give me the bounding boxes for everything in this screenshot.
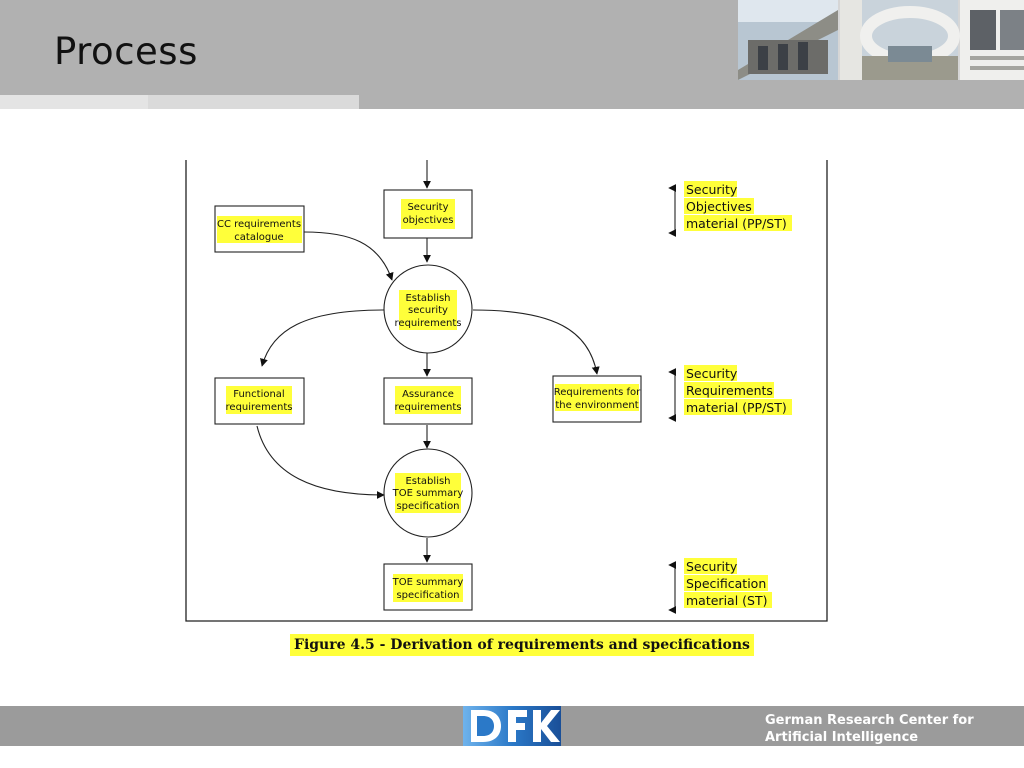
label-establish-toe-3: specification <box>396 501 459 512</box>
label-environment-2: the environment <box>555 400 638 411</box>
bracket-specification <box>668 561 677 614</box>
label-security-objectives-1: Security <box>407 202 448 213</box>
label-toe-spec-1: TOE summary <box>392 577 464 588</box>
dfki-logo <box>463 706 561 746</box>
organization-name-line-1: German Research Center for <box>765 713 974 728</box>
label-establish-security-1: Establish <box>405 293 450 304</box>
side-label-requirements-3: material (PP/ST) <box>686 400 787 415</box>
label-security-objectives-2: objectives <box>403 215 454 226</box>
label-establish-security-2: security <box>408 305 448 316</box>
requirements-derivation-diagram: Security objectives CC requirements cata… <box>185 160 828 622</box>
label-assurance-2: requirements <box>395 402 462 413</box>
organization-name: German Research Center for Artificial In… <box>765 712 974 746</box>
label-functional-2: requirements <box>226 402 293 413</box>
building-photos <box>738 0 1024 80</box>
side-label-objectives-2: Objectives <box>686 199 752 214</box>
header-accent-bar-middle <box>148 95 359 109</box>
side-label-objectives-3: material (PP/ST) <box>686 216 787 231</box>
arrow-establish-to-functional <box>260 309 385 367</box>
header-accent-bar-left <box>0 95 148 109</box>
side-label-specification-1: Security <box>686 559 738 574</box>
side-label-specification-3: material (ST) <box>686 593 767 608</box>
bracket-objectives <box>668 184 677 237</box>
label-functional-1: Functional <box>233 389 284 400</box>
label-establish-security-3: requirements <box>395 318 462 329</box>
side-label-requirements-1: Security <box>686 366 738 381</box>
label-cc-catalogue-1: CC requirements <box>217 219 301 230</box>
label-establish-toe-2: TOE summary <box>392 488 464 499</box>
label-toe-spec-2: specification <box>396 590 459 601</box>
arrow-catalogue-to-establish <box>303 231 394 281</box>
arrow-functional-to-toe <box>256 425 385 499</box>
figure-frame <box>185 160 828 622</box>
header-accent-bar-right <box>359 95 1024 109</box>
label-cc-catalogue-2: catalogue <box>234 232 283 243</box>
arrow-establish-to-environment <box>472 309 600 375</box>
label-establish-toe-1: Establish <box>405 476 450 487</box>
label-assurance-1: Assurance <box>402 389 454 400</box>
footer-bottom-strip <box>0 746 1024 768</box>
bracket-requirements <box>668 368 677 422</box>
side-label-objectives-1: Security <box>686 182 738 197</box>
side-label-specification-2: Specification <box>686 576 766 591</box>
organization-name-line-2: Artificial Intelligence <box>765 730 919 745</box>
label-environment-1: Requirements for <box>554 387 641 398</box>
side-label-requirements-2: Requirements <box>686 383 773 398</box>
slide-title: Process <box>54 30 198 73</box>
figure-caption: Figure 4.5 - Derivation of requirements … <box>290 634 754 656</box>
